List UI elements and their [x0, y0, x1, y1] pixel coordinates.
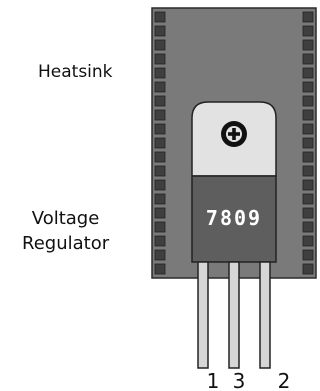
regulator-label-line2: Regulator [22, 233, 110, 254]
heatsink-fin [154, 221, 166, 233]
pin-3 [228, 261, 240, 369]
heatsink-fin [302, 263, 314, 275]
heatsink-fin [154, 81, 166, 93]
heatsink-fin [154, 39, 166, 51]
heatsink-fin [302, 81, 314, 93]
heatsink-fin [154, 179, 166, 191]
pin-1 [197, 261, 209, 369]
heatsink-fin [154, 67, 166, 79]
heatsink-fin [154, 235, 166, 247]
heatsink-fins-right [302, 11, 314, 275]
heatsink-fin [302, 11, 314, 23]
regulator-package: 7809 [191, 175, 277, 263]
part-number: 7809 [206, 206, 262, 230]
heatsink-fin [302, 179, 314, 191]
heatsink-fin [302, 39, 314, 51]
heatsink-fin [154, 207, 166, 219]
pin-number-label: 1 [207, 369, 220, 391]
heatsink-fin [302, 95, 314, 107]
heatsink-fin [154, 11, 166, 23]
pin-number-label: 3 [233, 369, 246, 391]
heatsink-fin [154, 123, 166, 135]
heatsink-fin [302, 67, 314, 79]
regulator-label-line1: Voltage [31, 208, 100, 229]
heatsink-fin [154, 137, 166, 149]
screw-icon [221, 121, 247, 147]
heatsink-fin [302, 165, 314, 177]
heatsink-fin [154, 165, 166, 177]
regulator-pins [197, 261, 271, 369]
heatsink-fin [154, 249, 166, 261]
heatsink-fin [302, 53, 314, 65]
pin-2 [259, 261, 271, 369]
heatsink-fin [302, 109, 314, 121]
heatsink-fin [154, 53, 166, 65]
heatsink-fin [302, 249, 314, 261]
heatsink-fin [154, 95, 166, 107]
heatsink-fin [302, 137, 314, 149]
pin-number-label: 2 [278, 369, 291, 391]
heatsink-fin [154, 151, 166, 163]
heatsink-label: Heatsink [38, 62, 113, 82]
heatsink-fin [302, 207, 314, 219]
heatsink-fin [154, 193, 166, 205]
heatsink-fin [154, 263, 166, 275]
heatsink-fin [302, 151, 314, 163]
heatsink-fin [302, 235, 314, 247]
heatsink-fin [302, 25, 314, 37]
heatsink-fin [154, 25, 166, 37]
heatsink-fin [302, 123, 314, 135]
heatsink-fin [302, 221, 314, 233]
pin-numbers: 1 3 2 [207, 369, 291, 391]
regulator-label: Voltage Regulator [22, 206, 109, 256]
heatsink-fin [302, 193, 314, 205]
heatsink-fins-left [154, 11, 166, 275]
heatsink-fin [154, 109, 166, 121]
